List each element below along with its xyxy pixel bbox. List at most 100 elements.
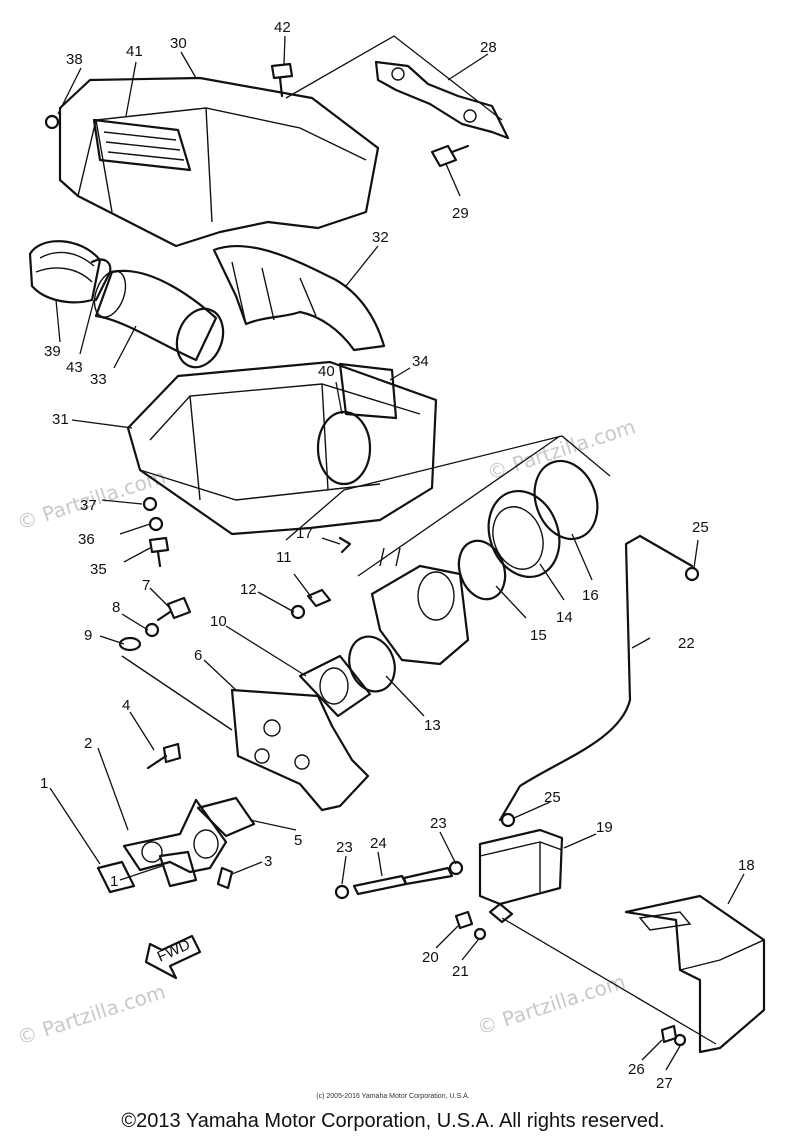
callout-5: 5 xyxy=(294,832,302,849)
callout-33: 33 xyxy=(90,371,107,388)
callout-20: 20 xyxy=(422,949,439,966)
callout-43: 43 xyxy=(66,359,83,376)
callout-12: 12 xyxy=(240,581,257,598)
callout-35: 35 xyxy=(90,561,107,578)
callout-9: 9 xyxy=(84,627,92,644)
fuel-pump xyxy=(478,828,564,924)
leader-lines xyxy=(49,35,745,1071)
air-joint xyxy=(28,240,102,304)
callout-34: 34 xyxy=(412,353,429,370)
callout-8: 8 xyxy=(112,599,120,616)
callout-26: 26 xyxy=(628,1061,645,1078)
fwd-label: FWD xyxy=(155,936,193,965)
gasket xyxy=(338,362,398,420)
callout-25: 25 xyxy=(544,789,561,806)
callout-11: 11 xyxy=(276,549,292,566)
intake-duct xyxy=(212,245,386,352)
callout-14: 14 xyxy=(556,609,573,626)
callout-13: 13 xyxy=(424,717,441,734)
bolt xyxy=(216,866,234,890)
callout-24: 24 xyxy=(370,835,387,852)
fuel-pipe xyxy=(352,866,454,896)
callout-10: 10 xyxy=(210,613,227,630)
bolt xyxy=(454,910,474,930)
callout-1: 1 xyxy=(40,775,48,792)
clamp-band xyxy=(348,635,396,693)
air-cleaner-cover xyxy=(58,76,380,248)
washer xyxy=(118,636,142,652)
screw xyxy=(306,588,332,608)
callout-4: 4 xyxy=(122,697,130,714)
callout-6: 6 xyxy=(194,647,202,664)
callout-23: 23 xyxy=(336,839,353,856)
copyright-small: (c) 2005-2016 Yamaha Motor Corporation, … xyxy=(316,1093,470,1100)
gasket xyxy=(158,850,198,888)
intake-duct xyxy=(93,269,225,369)
carburetor-joint xyxy=(298,654,372,718)
callout-42: 42 xyxy=(274,19,291,36)
forward-direction-arrow: FWD xyxy=(144,934,202,980)
part-callouts: 1 1 2 3 4 5 6 7 8 9 10 11 12 13 14 15 16… xyxy=(40,19,755,1092)
gasket xyxy=(96,860,136,894)
hose-clip xyxy=(684,566,700,582)
pump-bracket xyxy=(624,894,766,1054)
washer xyxy=(673,1033,687,1047)
callout-18: 18 xyxy=(738,857,755,874)
callout-27: 27 xyxy=(656,1075,673,1092)
hose-clip xyxy=(448,860,464,876)
protector-plate xyxy=(121,655,370,812)
callout-29: 29 xyxy=(452,205,469,222)
bolt xyxy=(156,596,192,622)
callout-36: 36 xyxy=(78,531,95,548)
air-cleaner-case xyxy=(126,360,438,536)
nut xyxy=(144,622,160,638)
clip xyxy=(338,536,352,554)
callout-22: 22 xyxy=(678,635,695,652)
gasket xyxy=(196,796,256,838)
callout-38: 38 xyxy=(66,51,83,68)
callout-41: 41 xyxy=(126,43,143,60)
watermarks: © Partzilla.com © Partzilla.com © Partzi… xyxy=(14,414,638,1050)
washer xyxy=(473,927,487,941)
callout-7: 7 xyxy=(142,577,150,594)
callout-16: 16 xyxy=(582,587,599,604)
caution-label xyxy=(92,118,192,172)
callout-37: 37 xyxy=(80,497,97,514)
bracket xyxy=(374,60,510,140)
grommet xyxy=(142,496,158,512)
hose-clip xyxy=(500,812,516,828)
callout-17: 17 xyxy=(296,525,313,542)
callout-3: 3 xyxy=(264,853,272,870)
callout-32: 32 xyxy=(372,229,389,246)
hose-clamp xyxy=(90,258,112,302)
callout-40: 40 xyxy=(318,363,335,380)
fuel-hose xyxy=(498,534,694,822)
callout-25: 25 xyxy=(692,519,709,536)
callout-21: 21 xyxy=(452,963,469,980)
callout-39: 39 xyxy=(44,343,61,360)
watermark: © Partzilla.com xyxy=(474,969,628,1040)
nut xyxy=(660,1024,678,1044)
bolt xyxy=(146,742,182,770)
nut xyxy=(290,604,306,620)
seal xyxy=(316,410,372,486)
carburetor xyxy=(370,547,470,666)
callout-2: 2 xyxy=(84,735,92,752)
callout-30: 30 xyxy=(170,35,187,52)
callout-31: 31 xyxy=(52,411,69,428)
watermark: © Partzilla.com xyxy=(14,979,168,1050)
callout-23: 23 xyxy=(430,815,447,832)
intake-manifold xyxy=(122,798,228,874)
callout-19: 19 xyxy=(596,819,613,836)
clamp-band xyxy=(533,459,599,541)
bolt xyxy=(430,144,470,168)
callout-1: 1 xyxy=(110,873,118,890)
nut xyxy=(44,114,60,130)
hose-clip xyxy=(334,884,350,900)
callout-28: 28 xyxy=(480,39,497,56)
collar xyxy=(148,516,164,532)
relation-lines xyxy=(285,35,717,1045)
callout-15: 15 xyxy=(530,627,547,644)
bolt xyxy=(270,62,294,98)
